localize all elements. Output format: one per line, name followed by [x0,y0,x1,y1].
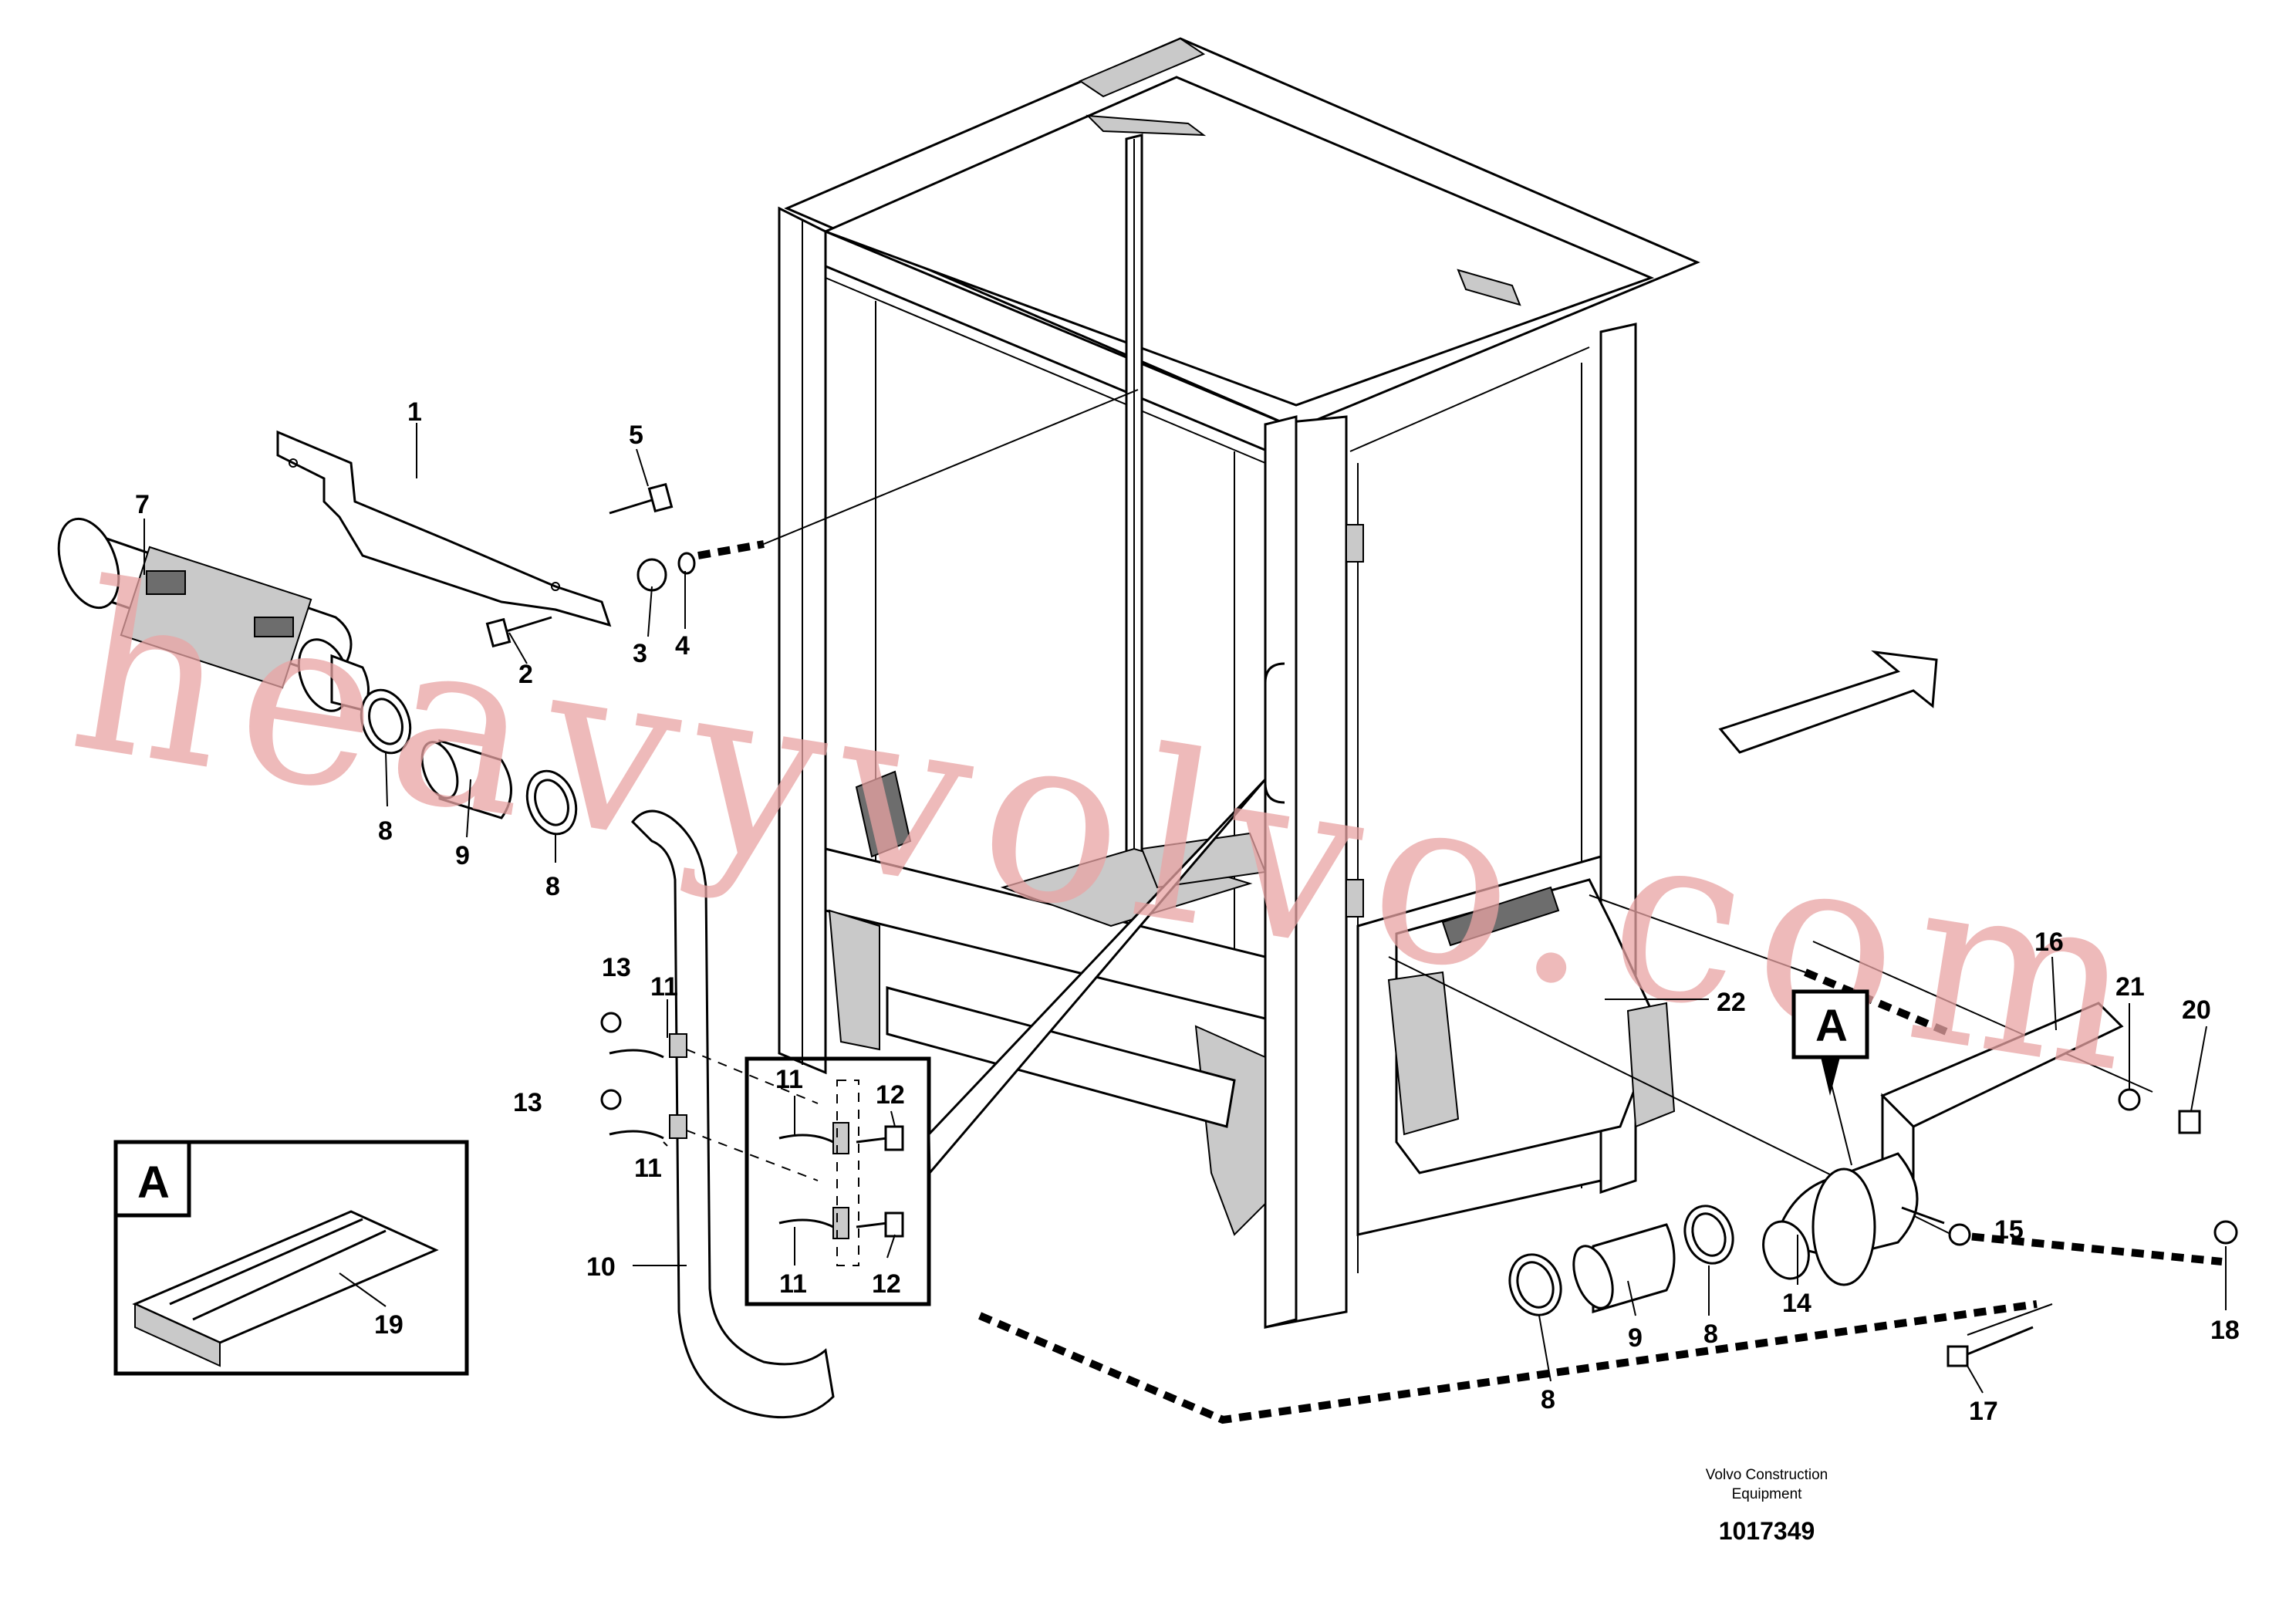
label-5: 5 [629,421,643,450]
center-detail [745,778,1267,1306]
label-10: 10 [586,1252,616,1282]
label-11-bottom: 11 [634,1154,662,1183]
label-8-filter-left: 8 [378,816,393,846]
clip-set-left [600,1012,819,1181]
label-16: 16 [2034,928,2064,957]
part-label-group: 1 5 7 2 3 4 8 9 8 13 11 13 11 10 11 12 1… [135,397,2240,1426]
filter-hose-fittings [360,688,578,836]
label-9-filter: 9 [455,841,470,870]
cab-frame [778,37,1700,1329]
right-side-parts [1508,1002,2238,1367]
label-11-top: 11 [650,972,678,1002]
label-17: 17 [1969,1397,1998,1426]
label-20: 20 [2182,995,2211,1025]
label-1: 1 [407,397,422,427]
leader-lines [144,423,2227,1394]
label-12-detail-bottom: 12 [872,1269,901,1299]
label-2: 2 [518,660,533,689]
label-14: 14 [1782,1289,1811,1318]
label-15: 15 [1994,1215,2024,1245]
bracket [276,430,612,627]
detail-a-marker: A [1791,989,1869,1096]
label-8-filter-right: 8 [545,872,560,901]
label-8-right-top: 8 [1703,1320,1718,1349]
label-11-detail-bottom: 11 [779,1269,807,1299]
document-number: 1017349 [1719,1517,1815,1545]
direction-arrow [1718,650,1938,754]
label-22: 22 [1717,988,1746,1017]
label-11-detail-top: 11 [775,1065,803,1094]
label-9-right: 9 [1628,1323,1643,1353]
caption-line-2: Equipment [1732,1486,1803,1502]
caption-line-1: Volvo Construction [1706,1467,1828,1483]
label-18: 18 [2210,1316,2240,1345]
label-4: 4 [675,631,690,661]
detail-a-box [113,1140,469,1376]
label-21: 21 [2115,972,2145,1002]
heater-unit [1356,855,1676,1236]
bracket-hardware [485,482,696,648]
label-8-right-bottom: 8 [1541,1385,1555,1414]
label-13-bottom: 13 [513,1088,542,1117]
label-12-detail-top: 12 [876,1080,905,1110]
label-7: 7 [135,490,150,519]
label-13-top: 13 [602,953,631,982]
detail-a-marker-letter: A [1815,1001,1848,1051]
air-filter [57,517,370,712]
detail-a-box-letter: A [137,1157,170,1208]
label-3: 3 [633,639,647,668]
label-19: 19 [374,1310,403,1340]
